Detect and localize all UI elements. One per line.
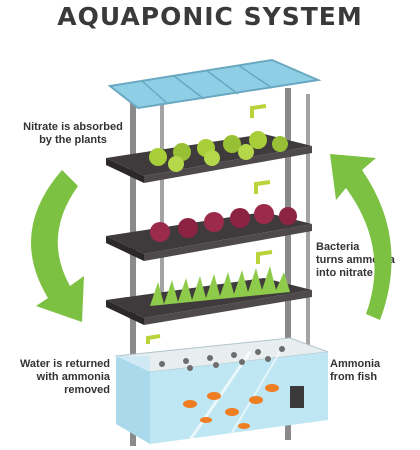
label-nitrate: Nitrate is absorbed by the plants xyxy=(8,121,138,147)
cycle-arrow-right-icon xyxy=(330,154,392,320)
cycle-arrow-left-icon xyxy=(30,170,85,322)
label-water-line-1: Water is returned xyxy=(19,358,110,370)
label-ammonia-line-1: Ammonia xyxy=(330,358,381,370)
plants-top xyxy=(149,131,288,172)
fish-icon xyxy=(183,384,279,429)
roof-panel xyxy=(107,58,322,110)
grow-holes xyxy=(159,346,285,371)
support-poles xyxy=(130,88,310,446)
label-water-returned: Water is returned with ammonia removed xyxy=(2,358,110,397)
label-water-line-3: removed xyxy=(64,384,110,396)
page-title: AQUAPONIC SYSTEM xyxy=(57,2,363,31)
fish-tank xyxy=(114,334,329,444)
plants-bottom xyxy=(150,266,290,306)
label-water-line-2: with ammonia xyxy=(36,371,110,383)
label-ammonia-line-2: from fish xyxy=(330,371,378,383)
label-ammonia: Ammonia from fish xyxy=(330,358,410,384)
label-nitrate-line-2: by the plants xyxy=(39,134,107,146)
label-bacteria-line-1: Bacteria xyxy=(316,241,360,253)
plants-middle xyxy=(150,204,297,242)
label-bacteria-line-3: into nitrate xyxy=(316,267,373,279)
label-nitrate-line-1: Nitrate is absorbed xyxy=(23,121,123,133)
